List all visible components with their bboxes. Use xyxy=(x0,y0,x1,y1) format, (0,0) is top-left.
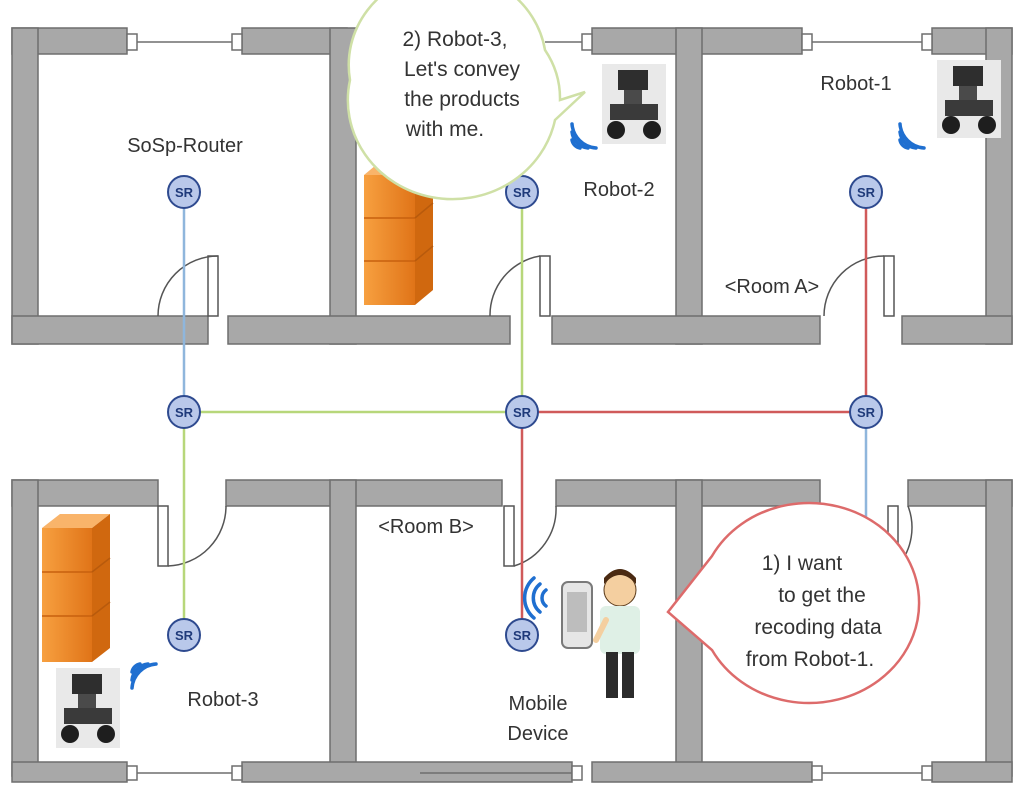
robot-icon xyxy=(56,668,120,748)
room-b-label: <Room B> xyxy=(378,516,474,538)
product-boxes-icon xyxy=(42,514,110,662)
svg-text:SR: SR xyxy=(857,405,876,420)
bubble-robot-2-line-1: 2) Robot-3, xyxy=(402,28,507,51)
router-icon: SR xyxy=(850,396,882,428)
svg-text:SR: SR xyxy=(513,628,532,643)
person-icon xyxy=(596,569,640,698)
robot-3-label: Robot-3 xyxy=(187,689,258,711)
robot-1-label: Robot-1 xyxy=(820,73,891,95)
wireless-signal-icon xyxy=(525,578,546,618)
sosp-router-label: SoSp-Router xyxy=(127,135,243,157)
mobile-device-label-line-1: Mobile xyxy=(509,693,568,715)
router-icon: SR xyxy=(168,396,200,428)
speech-bubble-robot-2: 2) Robot-3, Let's convey the products wi… xyxy=(348,0,585,199)
robot-2-label: Robot-2 xyxy=(583,179,654,201)
room-a-label: <Room A> xyxy=(725,276,820,298)
router-icon: SR xyxy=(850,176,882,208)
robot-icon xyxy=(937,60,1001,138)
bubble-robot-2-line-2: Let's convey xyxy=(404,58,521,81)
bubble-robot-2-line-4: with me. xyxy=(405,118,484,141)
speech-bubble-mobile-user: 1) I want to get the recoding data from … xyxy=(668,503,919,703)
router-icon: SR xyxy=(506,619,538,651)
bubble-mobile-line-1: 1) I want xyxy=(762,552,843,575)
wireless-signal-icon xyxy=(132,664,156,688)
bubble-robot-2-line-3: the products xyxy=(404,88,520,111)
wireless-signal-icon xyxy=(900,124,924,148)
router-icon: SR xyxy=(506,396,538,428)
svg-text:SR: SR xyxy=(513,185,532,200)
router-icon: SR xyxy=(168,176,200,208)
svg-text:SR: SR xyxy=(175,628,194,643)
bubble-mobile-line-3: recoding data xyxy=(754,616,882,639)
bubble-mobile-line-4: from Robot-1. xyxy=(746,648,874,671)
svg-text:SR: SR xyxy=(175,185,194,200)
wireless-signal-icon xyxy=(572,124,596,148)
svg-text:SR: SR xyxy=(175,405,194,420)
robot-icon xyxy=(602,64,666,144)
router-icon: SR xyxy=(168,619,200,651)
svg-text:SR: SR xyxy=(513,405,532,420)
svg-text:SR: SR xyxy=(857,185,876,200)
mobile-device-label-line-2: Device xyxy=(507,723,568,745)
bubble-mobile-line-2: to get the xyxy=(778,584,866,607)
mobile-device-icon xyxy=(562,582,592,648)
